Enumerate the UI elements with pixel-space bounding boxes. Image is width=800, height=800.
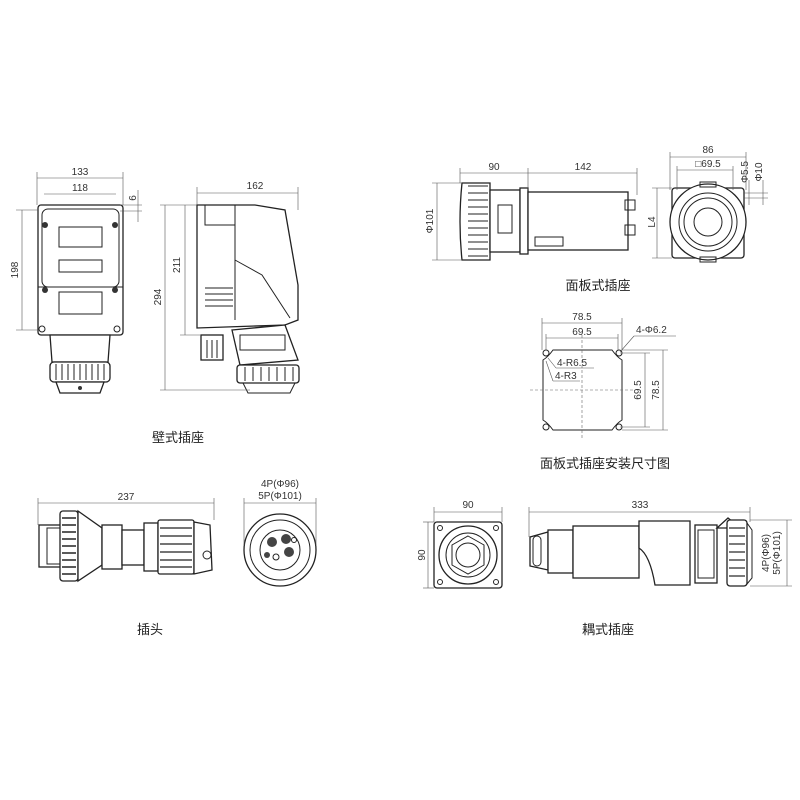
dim-offset: 6 bbox=[128, 195, 139, 201]
label-radius-outer: 4-R6.5 bbox=[557, 358, 587, 369]
plug-side-dimensions: 237 bbox=[37, 492, 215, 525]
dim-front-length: 90 bbox=[488, 162, 500, 173]
dim-width-outer: 133 bbox=[72, 167, 89, 178]
dim-hole: Φ5.5 bbox=[740, 161, 751, 183]
dim-body-height: 211 bbox=[172, 257, 183, 273]
wall-socket-front-view bbox=[37, 204, 124, 394]
plug-front-dimensions: 4P(Φ96) 5P(Φ101) bbox=[243, 479, 317, 545]
panel-socket-side-dimensions: 90 142 Φ101 bbox=[425, 162, 638, 261]
label-plug-5p: 5P(Φ101) bbox=[258, 491, 302, 502]
label-coupler-4p: 4P(Φ96) bbox=[761, 534, 772, 572]
dim-outer-h: 78.5 bbox=[651, 380, 662, 400]
caption-coupler: 耦式插座 bbox=[582, 623, 634, 638]
dim-l4: L4 bbox=[647, 216, 658, 228]
coupler-front-dimensions: 90 90 bbox=[417, 500, 503, 589]
panel-socket-side-view bbox=[459, 182, 636, 261]
caption-plug: 插头 bbox=[137, 623, 163, 638]
dim-diameter: Φ101 bbox=[425, 208, 436, 233]
dim-hole-outer: Φ10 bbox=[754, 162, 765, 182]
label-radius-inner: 4-R3 bbox=[555, 371, 577, 382]
dim-outer-w: 78.5 bbox=[572, 312, 592, 323]
coupler-side-view bbox=[529, 517, 753, 587]
dim-coupler-front-h: 90 bbox=[417, 549, 428, 561]
coupler-front-view bbox=[433, 521, 503, 589]
wall-socket-side-view bbox=[196, 204, 300, 394]
dim-plug-length: 237 bbox=[118, 492, 135, 503]
wall-socket-side-dimensions: 162 211 294 bbox=[153, 181, 299, 391]
label-holes: 4-Φ6.2 bbox=[636, 325, 667, 336]
dim-inner-w: 69.5 bbox=[572, 327, 592, 338]
caption-panel-socket: 面板式插座 bbox=[565, 279, 630, 294]
panel-mount-dimensions: 78.5 69.5 4-Φ6.2 4-R6.5 4-R3 69.5 78.5 bbox=[541, 312, 676, 431]
plug-front-view bbox=[243, 513, 317, 587]
coupler-side-dimensions: 333 4P(Φ96) 5P(Φ101) bbox=[528, 500, 792, 587]
dim-depth: 162 bbox=[247, 181, 264, 192]
label-coupler-5p: 5P(Φ101) bbox=[772, 531, 783, 575]
dim-total-height: 294 bbox=[153, 288, 164, 305]
dim-height: 198 bbox=[10, 261, 21, 278]
wall-socket-front-dimensions: 133 118 6 198 bbox=[10, 167, 142, 331]
label-plug-4p: 4P(Φ96) bbox=[261, 479, 299, 490]
dim-width-inner: 118 bbox=[72, 183, 88, 194]
caption-panel-mount: 面板式插座安装尺寸图 bbox=[540, 457, 670, 472]
dim-coupler-length: 333 bbox=[632, 500, 649, 511]
knurled-ring bbox=[55, 364, 105, 380]
plug-side-view bbox=[38, 509, 213, 583]
caption-wall-socket: 壁式插座 bbox=[152, 431, 204, 446]
panel-mount-cutout bbox=[530, 335, 635, 440]
dim-rear-length: 142 bbox=[575, 162, 592, 173]
dim-flange: 86 bbox=[702, 145, 714, 156]
panel-socket-front-view bbox=[669, 181, 747, 263]
panel-socket-front-dimensions: 86 □69.5 Φ5.5 Φ10 L4 bbox=[647, 145, 768, 259]
dim-square: □69.5 bbox=[695, 159, 721, 170]
dim-inner-h: 69.5 bbox=[633, 380, 644, 400]
dim-coupler-front-w: 90 bbox=[462, 500, 474, 511]
